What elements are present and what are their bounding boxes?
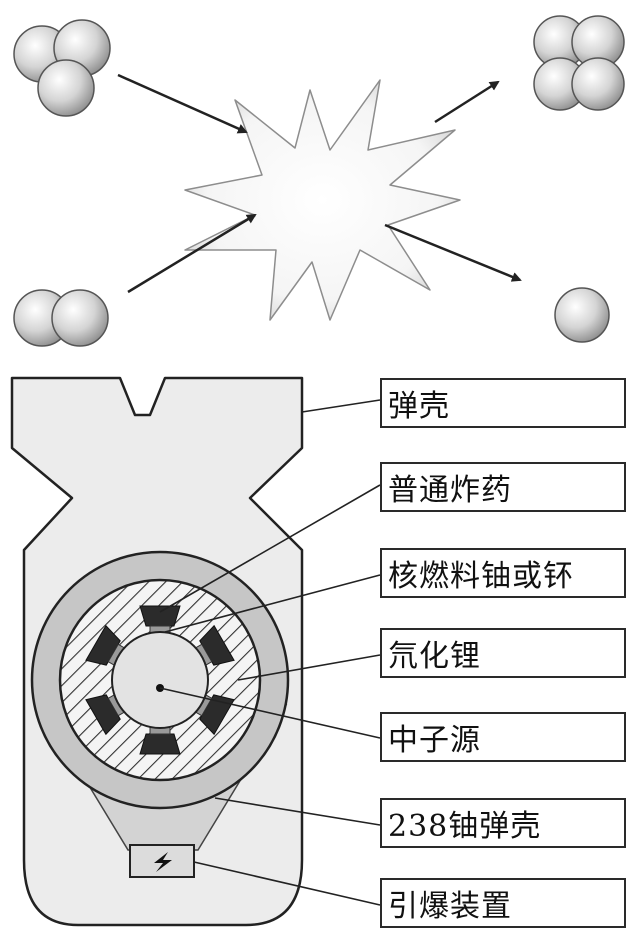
label-detonator-text: 引爆装置: [388, 889, 512, 924]
leader-lithium: [237, 654, 381, 681]
reactant-nucleus-2: [13, 289, 109, 347]
fusion-reaction: [13, 15, 625, 347]
label-explosive-text: 普通炸药: [388, 473, 512, 508]
leader-detonator: [193, 861, 381, 906]
detonator-box: [129, 844, 195, 878]
label-shell-text: 弹壳: [388, 389, 450, 424]
label-fuel: 核燃料铀或钚: [380, 548, 626, 598]
label-u238-text: 238铀弹壳: [388, 809, 542, 844]
leader-lines: [159, 399, 381, 906]
leader-u238: [214, 797, 381, 826]
label-fuel-text: 核燃料铀或钚: [388, 559, 574, 594]
label-u238: 238铀弹壳: [380, 798, 626, 848]
leader-neutron: [159, 687, 381, 739]
label-lithium: 氘化锂: [380, 628, 626, 678]
arrow-out-top: [434, 80, 500, 124]
arrow-out-bottom: [384, 223, 522, 282]
arrow-in-top: [117, 73, 248, 134]
arrow-in-bottom: [127, 213, 257, 294]
explosion-flash: [184, 79, 461, 321]
neutron-core: [111, 631, 209, 729]
label-shell: 弹壳: [380, 378, 626, 428]
lightning-icon: [154, 852, 172, 872]
label-lithium-text: 氘化锂: [388, 639, 481, 674]
label-explosive: 普通炸药: [380, 462, 626, 512]
product-nucleus-4: [533, 15, 625, 111]
label-neutron: 中子源: [380, 712, 626, 762]
leader-shell: [301, 399, 381, 413]
reactant-nucleus-3: [13, 19, 111, 117]
label-detonator: 引爆装置: [380, 878, 626, 928]
product-neutron: [554, 287, 610, 343]
leader-explosive: [159, 484, 381, 613]
label-neutron-text: 中子源: [388, 723, 481, 758]
leader-fuel: [164, 574, 381, 633]
bomb-cross-section: [10, 376, 304, 927]
